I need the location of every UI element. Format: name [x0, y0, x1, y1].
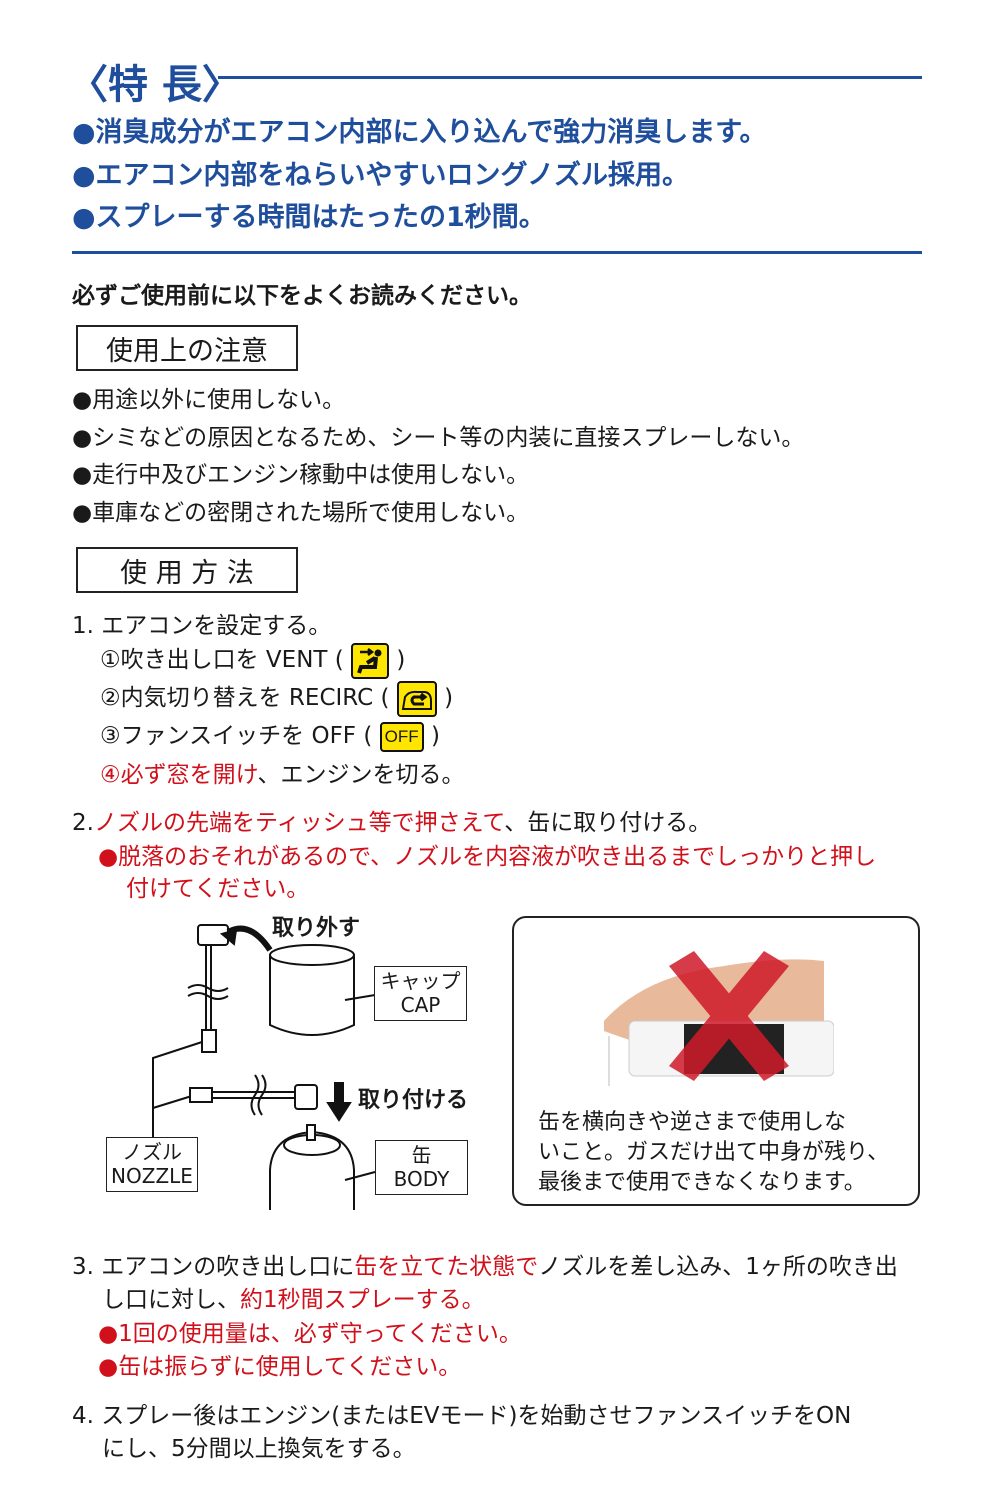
step1-recirc: ②内気切り替えを RECIRC ( )	[100, 678, 453, 717]
precaution-item: ●シミなどの原因となるため、シート等の内装に直接スプレーしない。	[72, 425, 805, 451]
num: ④	[100, 762, 121, 788]
step1-window: ④必ず窓を開け、エンジンを切る。	[100, 755, 464, 789]
body-en: BODY	[393, 1167, 450, 1191]
warning-line: いこと。ガスだけ出て中身が残り、	[538, 1140, 890, 1165]
features-bottom-rule	[72, 251, 922, 254]
emphasis: ノズルの先端をティッシュ等で押さえて	[93, 810, 505, 836]
sideways-use-warning: 缶を横向きや逆さまで使用しな いこと。ガスだけ出て中身が残り、 最後まで使用でき…	[512, 916, 920, 1206]
nozzle-jp: ノズル	[122, 1140, 182, 1164]
paren: )	[430, 723, 440, 749]
precaution-item: ●車庫などの密閉された場所で使用しない。	[72, 500, 530, 526]
step4-text-cont: にし、5分間以上換気をする。	[102, 1436, 416, 1462]
step3-warning: ●1回の使用量は、必ず守ってください。	[98, 1321, 522, 1347]
step3-text-cont: し口に対し、約1秒間スプレーする。	[102, 1280, 485, 1314]
warning-line: 最後まで使用できなくなります。	[538, 1170, 866, 1195]
nozzle-en: NOZZLE	[111, 1164, 193, 1188]
step1-vent: ①吹き出し口を VENT ( )	[100, 640, 405, 679]
body-jp: 缶	[411, 1143, 432, 1167]
text: し口に対し、	[102, 1287, 240, 1313]
feature-item: ●スプレーする時間はたったの1秒間。	[72, 202, 546, 233]
rest: 、缶に取り付ける。	[504, 810, 712, 836]
step1-text: 1. エアコンを設定する。	[72, 613, 332, 639]
feature-item: ●エアコン内部をねらいやすいロングノズル採用。	[72, 160, 690, 191]
precaution-item: ●走行中及びエンジン稼動中は使用しない。	[72, 462, 530, 488]
feature-item: ●消臭成分がエアコン内部に入り込んで強力消臭します。	[72, 117, 767, 148]
step2-text: 2.ノズルの先端をティッシュ等で押さえて、缶に取り付ける。	[72, 803, 711, 837]
emphasis: 必ず窓を開け	[120, 762, 258, 788]
step3-warning: ●缶は振らずに使用してください。	[98, 1354, 462, 1380]
precautions-heading: 使用上の注意	[76, 325, 298, 371]
step2-warning: ●脱落のおそれがあるので、ノズルを内容液が吹き出るまでしっかりと押し	[98, 844, 877, 870]
rest: 、エンジンを切る。	[257, 762, 465, 788]
cap-jp: キャップ	[380, 969, 461, 993]
hand-holding-can-prohibited-image	[604, 951, 834, 1086]
recirc-label: ②内気切り替えを RECIRC (	[100, 685, 390, 711]
fan-label: ③ファンスイッチを OFF (	[100, 723, 373, 749]
text: 3. エアコンの吹き出し口に	[72, 1254, 355, 1280]
warning-line: 缶を横向きや逆さまで使用しな	[538, 1110, 847, 1135]
num: 2.	[72, 810, 94, 836]
recirculation-icon	[396, 680, 437, 717]
step3-text: 3. エアコンの吹き出し口に缶を立てた状態でノズルを差し込み、1ヶ所の吹き出	[72, 1247, 898, 1281]
paren: )	[444, 685, 454, 711]
emphasis: 約1秒間スプレーする。	[240, 1287, 485, 1313]
remove-label: 取り外す	[272, 916, 361, 941]
vent-mode-icon	[351, 642, 390, 679]
attach-label: 取り付ける	[358, 1088, 469, 1113]
paren: )	[396, 647, 406, 673]
cap-en: CAP	[400, 993, 441, 1017]
features-title-rule	[218, 76, 922, 79]
emphasis: 缶を立てた状態で	[354, 1254, 539, 1280]
off-icon: OFF	[379, 721, 424, 752]
nozzle-cap-diagram	[152, 924, 376, 1210]
step1-fan: ③ファンスイッチを OFF ( OFF )	[100, 716, 440, 752]
usage-heading: 使 用 方 法	[76, 547, 298, 593]
features-title: 〈特 長〉	[68, 62, 242, 108]
read-notice: 必ずご使用前に以下をよくお読みください。	[72, 283, 532, 309]
precaution-item: ●用途以外に使用しない。	[72, 387, 346, 413]
step4-text: 4. スプレー後はエンジン(またはEVモード)を始動させファンスイッチをON	[72, 1403, 852, 1429]
rest: ノズルを差し込み、1ヶ所の吹き出	[538, 1254, 898, 1280]
vent-label: ①吹き出し口を VENT (	[100, 647, 344, 673]
step2-warning-cont: 付けてください。	[126, 876, 310, 902]
